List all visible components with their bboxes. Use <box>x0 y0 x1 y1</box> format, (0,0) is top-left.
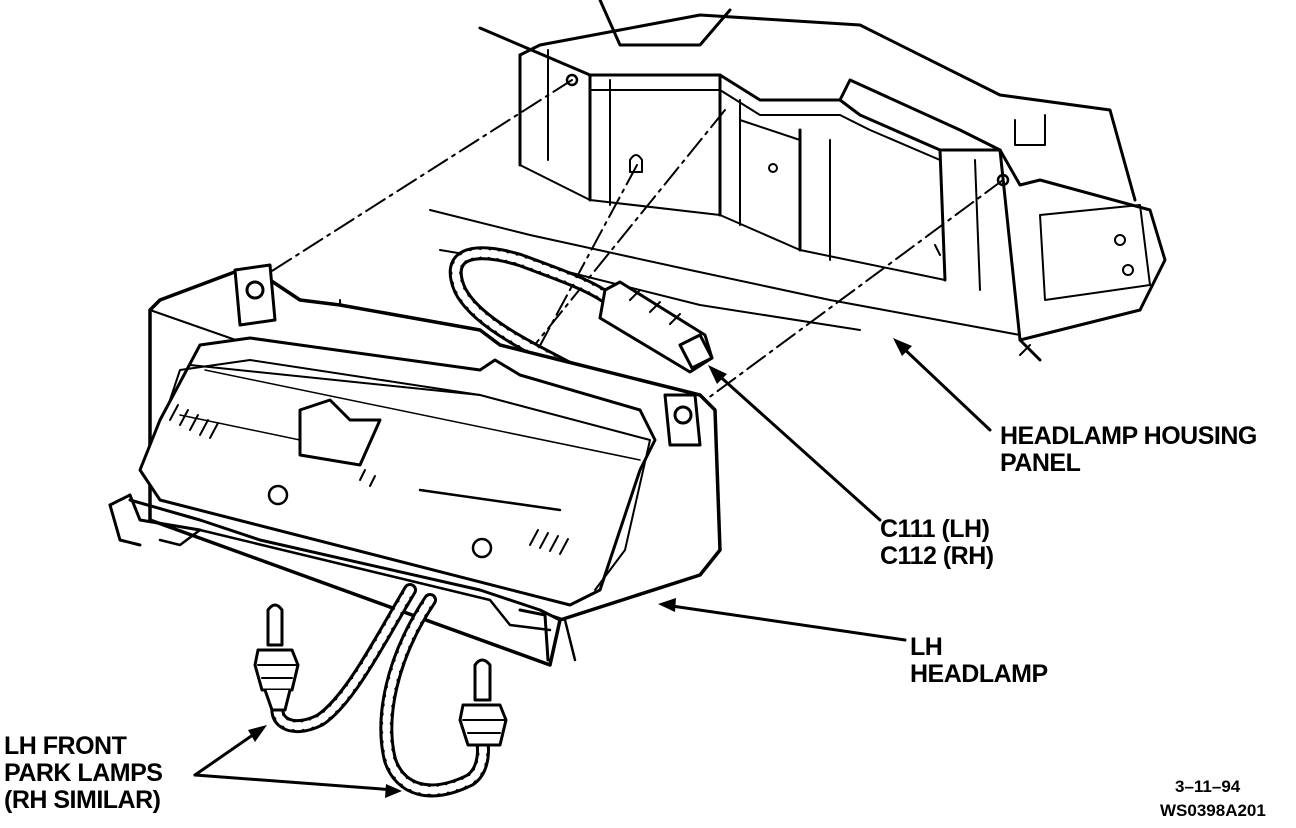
figure-id: WS0398A201 <box>1160 801 1266 820</box>
figure-date: 3–11–94 <box>1175 777 1241 796</box>
park-lamps-label: LH FRONT PARK LAMPS (RH SIMILAR) <box>4 732 163 814</box>
label-line: PARK LAMPS <box>4 759 163 787</box>
label-line: C112 (RH) <box>880 542 994 570</box>
park-lamp-bulb-right <box>458 658 508 747</box>
leader-lines <box>193 343 992 792</box>
lh-headlamp <box>108 263 722 667</box>
lh-headlamp-label: LH HEADLAMP <box>910 634 1048 688</box>
label-line: HEADLAMP HOUSING <box>1000 422 1257 450</box>
label-line: LH FRONT <box>4 732 127 760</box>
headlamp-housing-panel <box>429 0 1167 362</box>
headlamp-housing-panel-label: HEADLAMP HOUSING PANEL <box>1000 423 1257 477</box>
arrowheads <box>248 338 912 798</box>
label-line: (RH SIMILAR) <box>4 786 161 814</box>
label-line: HEADLAMP <box>910 660 1048 688</box>
park-lamp-bulb-left <box>253 603 300 712</box>
label-line: PANEL <box>1000 449 1081 477</box>
connector-label: C111 (LH) C112 (RH) <box>880 516 994 570</box>
label-line: LH <box>910 633 943 661</box>
park-lamp-harnesses <box>270 583 490 798</box>
connector-harness <box>448 246 714 387</box>
label-line: C111 (LH) <box>880 515 990 543</box>
